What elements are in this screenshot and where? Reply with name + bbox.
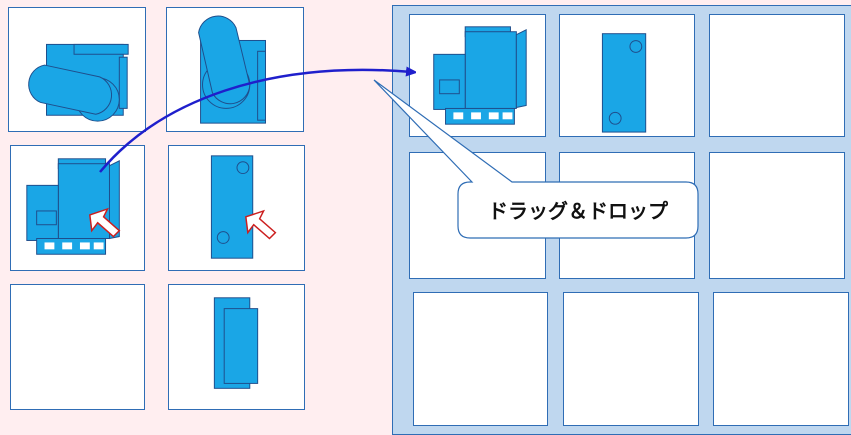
callout-label: ドラッグ＆ドロップ	[488, 198, 668, 223]
servo-horn-rotated-icon	[28, 43, 129, 122]
palette-tile-servo-horn-rotated[interactable]	[8, 7, 146, 132]
cursor-arrow-icon	[245, 209, 277, 240]
palette-tile-servo-motor-side[interactable]	[10, 145, 145, 271]
palette-tile-bracket-plate[interactable]	[168, 284, 305, 410]
board-cell-empty[interactable]	[713, 292, 849, 426]
palette-tile-empty[interactable]	[10, 284, 145, 410]
board-cell-empty[interactable]	[709, 152, 845, 279]
servo-motor-side-icon	[433, 26, 527, 125]
parts-palette	[0, 0, 380, 429]
palette-tile-servo-horn-up[interactable]	[166, 7, 304, 132]
board-cell-servo-motor-side[interactable]	[409, 14, 546, 137]
board-cell-empty[interactable]	[709, 14, 845, 137]
bracket-plate-icon	[213, 297, 259, 389]
board-cell-mount-plate[interactable]	[559, 14, 695, 137]
mount-plate-icon	[601, 33, 647, 133]
cursor-arrow-icon	[88, 207, 121, 238]
servo-motor-side-icon	[26, 158, 120, 255]
palette-tile-mount-plate[interactable]	[168, 145, 305, 271]
board-cell-empty[interactable]	[413, 292, 548, 426]
board-cell-empty[interactable]	[563, 292, 699, 426]
servo-horn-up-icon	[198, 15, 266, 124]
